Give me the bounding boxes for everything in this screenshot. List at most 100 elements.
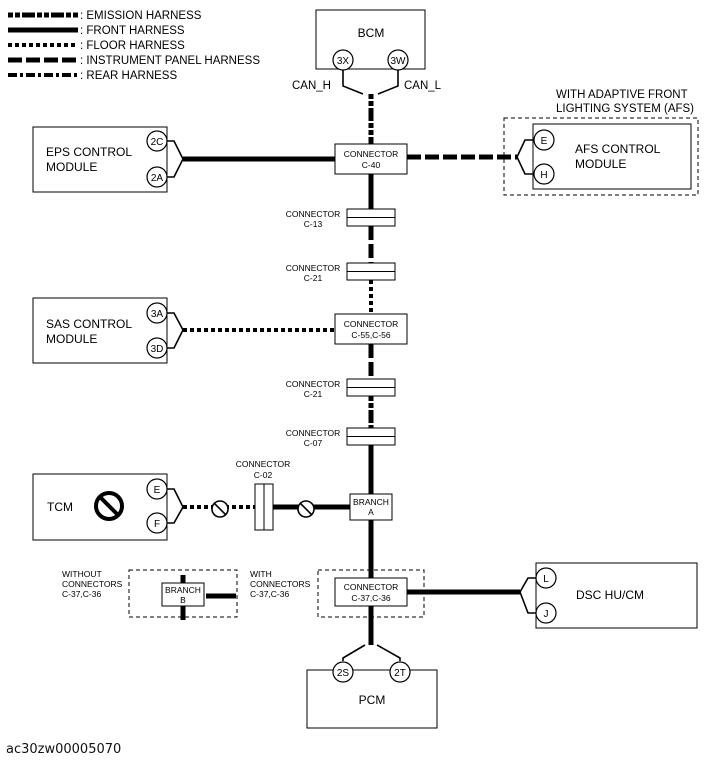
connector-c02-line2: C-02 bbox=[254, 470, 273, 480]
figure-caption: ac30zw00005070 bbox=[6, 742, 122, 757]
tcm-pin-wires bbox=[166, 488, 184, 524]
bcm-can-h-label: CAN_H bbox=[292, 80, 331, 92]
connector-c37-c36-line2: C-37,C-36 bbox=[351, 593, 390, 603]
afs-note-line1: WITH ADAPTIVE FRONT bbox=[556, 89, 688, 101]
legend-rear-label: : REAR HARNESS bbox=[80, 70, 177, 82]
sas-label-line1: SAS CONTROL bbox=[46, 317, 132, 331]
afs-box bbox=[532, 123, 692, 190]
pcm-2s-wire bbox=[342, 644, 366, 661]
connector-c21-upper-line2: C-21 bbox=[304, 273, 323, 283]
dsc-pin-j-label: J bbox=[544, 609, 549, 620]
branch-b-line2: B bbox=[180, 595, 186, 605]
tcm-pin-e bbox=[146, 478, 168, 500]
legend-floor-label: : FLOOR HARNESS bbox=[80, 40, 185, 52]
afs-pin-h bbox=[533, 163, 555, 185]
connector-c21-upper-line1: CONNECTOR bbox=[286, 263, 341, 273]
eps-pin-2a bbox=[146, 166, 168, 188]
bcm-can-h-wire bbox=[342, 69, 364, 95]
legend-front-label: : FRONT HARNESS bbox=[80, 25, 185, 37]
with-note-line3: C-37,C-36 bbox=[250, 589, 289, 599]
pcm-label: PCM bbox=[359, 693, 386, 707]
dsc-label: DSC HU/CM bbox=[576, 588, 644, 602]
connector-c07-line1: CONNECTOR bbox=[286, 428, 341, 438]
eps-label-line1: EPS CONTROL bbox=[46, 145, 132, 159]
dsc-pin-l bbox=[535, 567, 557, 589]
dsc-box bbox=[535, 562, 698, 629]
dsc-pin-j bbox=[535, 602, 557, 624]
pcm-2t-wire bbox=[376, 644, 401, 661]
branch-a-line1: BRANCH bbox=[353, 497, 389, 507]
without-note-line3: C-37,C-36 bbox=[62, 589, 101, 599]
afs-note-line2: LIGHTING SYSTEM (AFS) bbox=[556, 103, 694, 115]
connector-c40-box bbox=[334, 143, 408, 175]
bcm-can-l-wire bbox=[377, 69, 399, 95]
tcm-box bbox=[32, 473, 168, 541]
bcm-pin-3w-label: 3W bbox=[391, 56, 407, 67]
bcm-can-l-label: CAN_L bbox=[404, 80, 442, 92]
connector-c37-c36-option-frame bbox=[317, 569, 425, 618]
connector-c21-upper: CONNECTOR C-21 bbox=[286, 262, 396, 283]
no-connection-icon-right bbox=[297, 500, 315, 518]
bcm-pin-3w bbox=[387, 49, 409, 71]
sas-pin-wires bbox=[166, 312, 184, 349]
connector-c02: CONNECTOR C-02 bbox=[236, 459, 291, 531]
branch-b-line1: BRANCH bbox=[165, 585, 201, 595]
sas-box bbox=[32, 297, 168, 364]
connector-c37-c36: CONNECTOR C-37,C-36 bbox=[317, 569, 425, 618]
dsc-pin-wires bbox=[519, 577, 536, 614]
sas-module: SAS CONTROL MODULE 3A 3D bbox=[32, 297, 168, 364]
afs-pin-wires bbox=[516, 139, 533, 175]
sas-pin-3d-label: 3D bbox=[151, 344, 164, 355]
connector-c02-line1: CONNECTOR bbox=[236, 459, 291, 469]
afs-pin-e-label: E bbox=[541, 136, 548, 147]
branch-a: BRANCH A bbox=[349, 493, 393, 521]
pcm-pin-2t bbox=[389, 661, 411, 683]
legend-instrument-panel-label: : INSTRUMENT PANEL HARNESS bbox=[80, 55, 260, 67]
connector-c55-c56-line1: CONNECTOR bbox=[344, 319, 399, 329]
tcm-label: TCM bbox=[47, 500, 73, 514]
afs-label-line1: AFS CONTROL bbox=[575, 142, 661, 156]
connector-c21-lower-line2: C-21 bbox=[304, 389, 323, 399]
afs-module: WITH ADAPTIVE FRONT LIGHTING SYSTEM (AFS… bbox=[503, 89, 699, 196]
connector-c13: CONNECTOR C-13 bbox=[286, 208, 396, 229]
prohibited-icon bbox=[94, 491, 124, 521]
branch-b-group: WITHOUT CONNECTORS C-37,C-36 BRANCH B WI… bbox=[62, 569, 311, 618]
wires bbox=[166, 69, 536, 661]
with-note-line2: CONNECTORS bbox=[250, 579, 311, 589]
pcm-pin-2t-label: 2T bbox=[394, 668, 406, 679]
pcm-pin-2s-label: 2S bbox=[337, 668, 350, 679]
dsc-pin-l-label: L bbox=[543, 574, 549, 585]
sas-pin-3a bbox=[146, 302, 168, 324]
pcm-box bbox=[306, 669, 438, 729]
afs-pin-h-label: H bbox=[540, 170, 547, 181]
eps-box bbox=[32, 126, 168, 193]
eps-pin-2c-label: 2C bbox=[151, 137, 164, 148]
connector-c40-line1: CONNECTOR bbox=[344, 149, 399, 159]
connector-c21-lower-line1: CONNECTOR bbox=[286, 379, 341, 389]
dsc-module: DSC HU/CM L J bbox=[535, 562, 698, 629]
connector-c55-c56-box bbox=[334, 313, 408, 345]
afs-pin-e bbox=[533, 129, 555, 151]
tcm-pin-f bbox=[146, 512, 168, 534]
legend: : EMISSION HARNESS : FRONT HARNESS : FLO… bbox=[8, 10, 260, 82]
eps-pin-wires bbox=[166, 140, 184, 178]
eps-label-line2: MODULE bbox=[46, 160, 97, 174]
eps-pin-2a-label: 2A bbox=[151, 173, 164, 184]
pcm-module: PCM 2S 2T bbox=[306, 661, 438, 729]
connector-c40-line2: C-40 bbox=[362, 160, 381, 170]
connector-c55-c56: CONNECTOR C-55,C-56 bbox=[334, 313, 408, 345]
connector-c37-c36-line1: CONNECTOR bbox=[344, 582, 399, 592]
bcm-pin-3x-label: 3X bbox=[337, 56, 350, 67]
afs-label-line2: MODULE bbox=[575, 157, 626, 171]
sas-pin-3d bbox=[146, 337, 168, 359]
sas-pin-3a-label: 3A bbox=[151, 309, 164, 320]
connector-c07: CONNECTOR C-07 bbox=[286, 427, 396, 448]
sas-label-line2: MODULE bbox=[46, 332, 97, 346]
connector-c55-c56-line2: C-55,C-56 bbox=[351, 330, 390, 340]
without-note-line2: CONNECTORS bbox=[62, 579, 123, 589]
eps-module: EPS CONTROL MODULE 2C 2A bbox=[32, 126, 168, 193]
connector-c21-lower: CONNECTOR C-21 bbox=[286, 378, 396, 399]
branch-b-box bbox=[161, 582, 205, 607]
pcm-pin-2s bbox=[332, 661, 354, 683]
